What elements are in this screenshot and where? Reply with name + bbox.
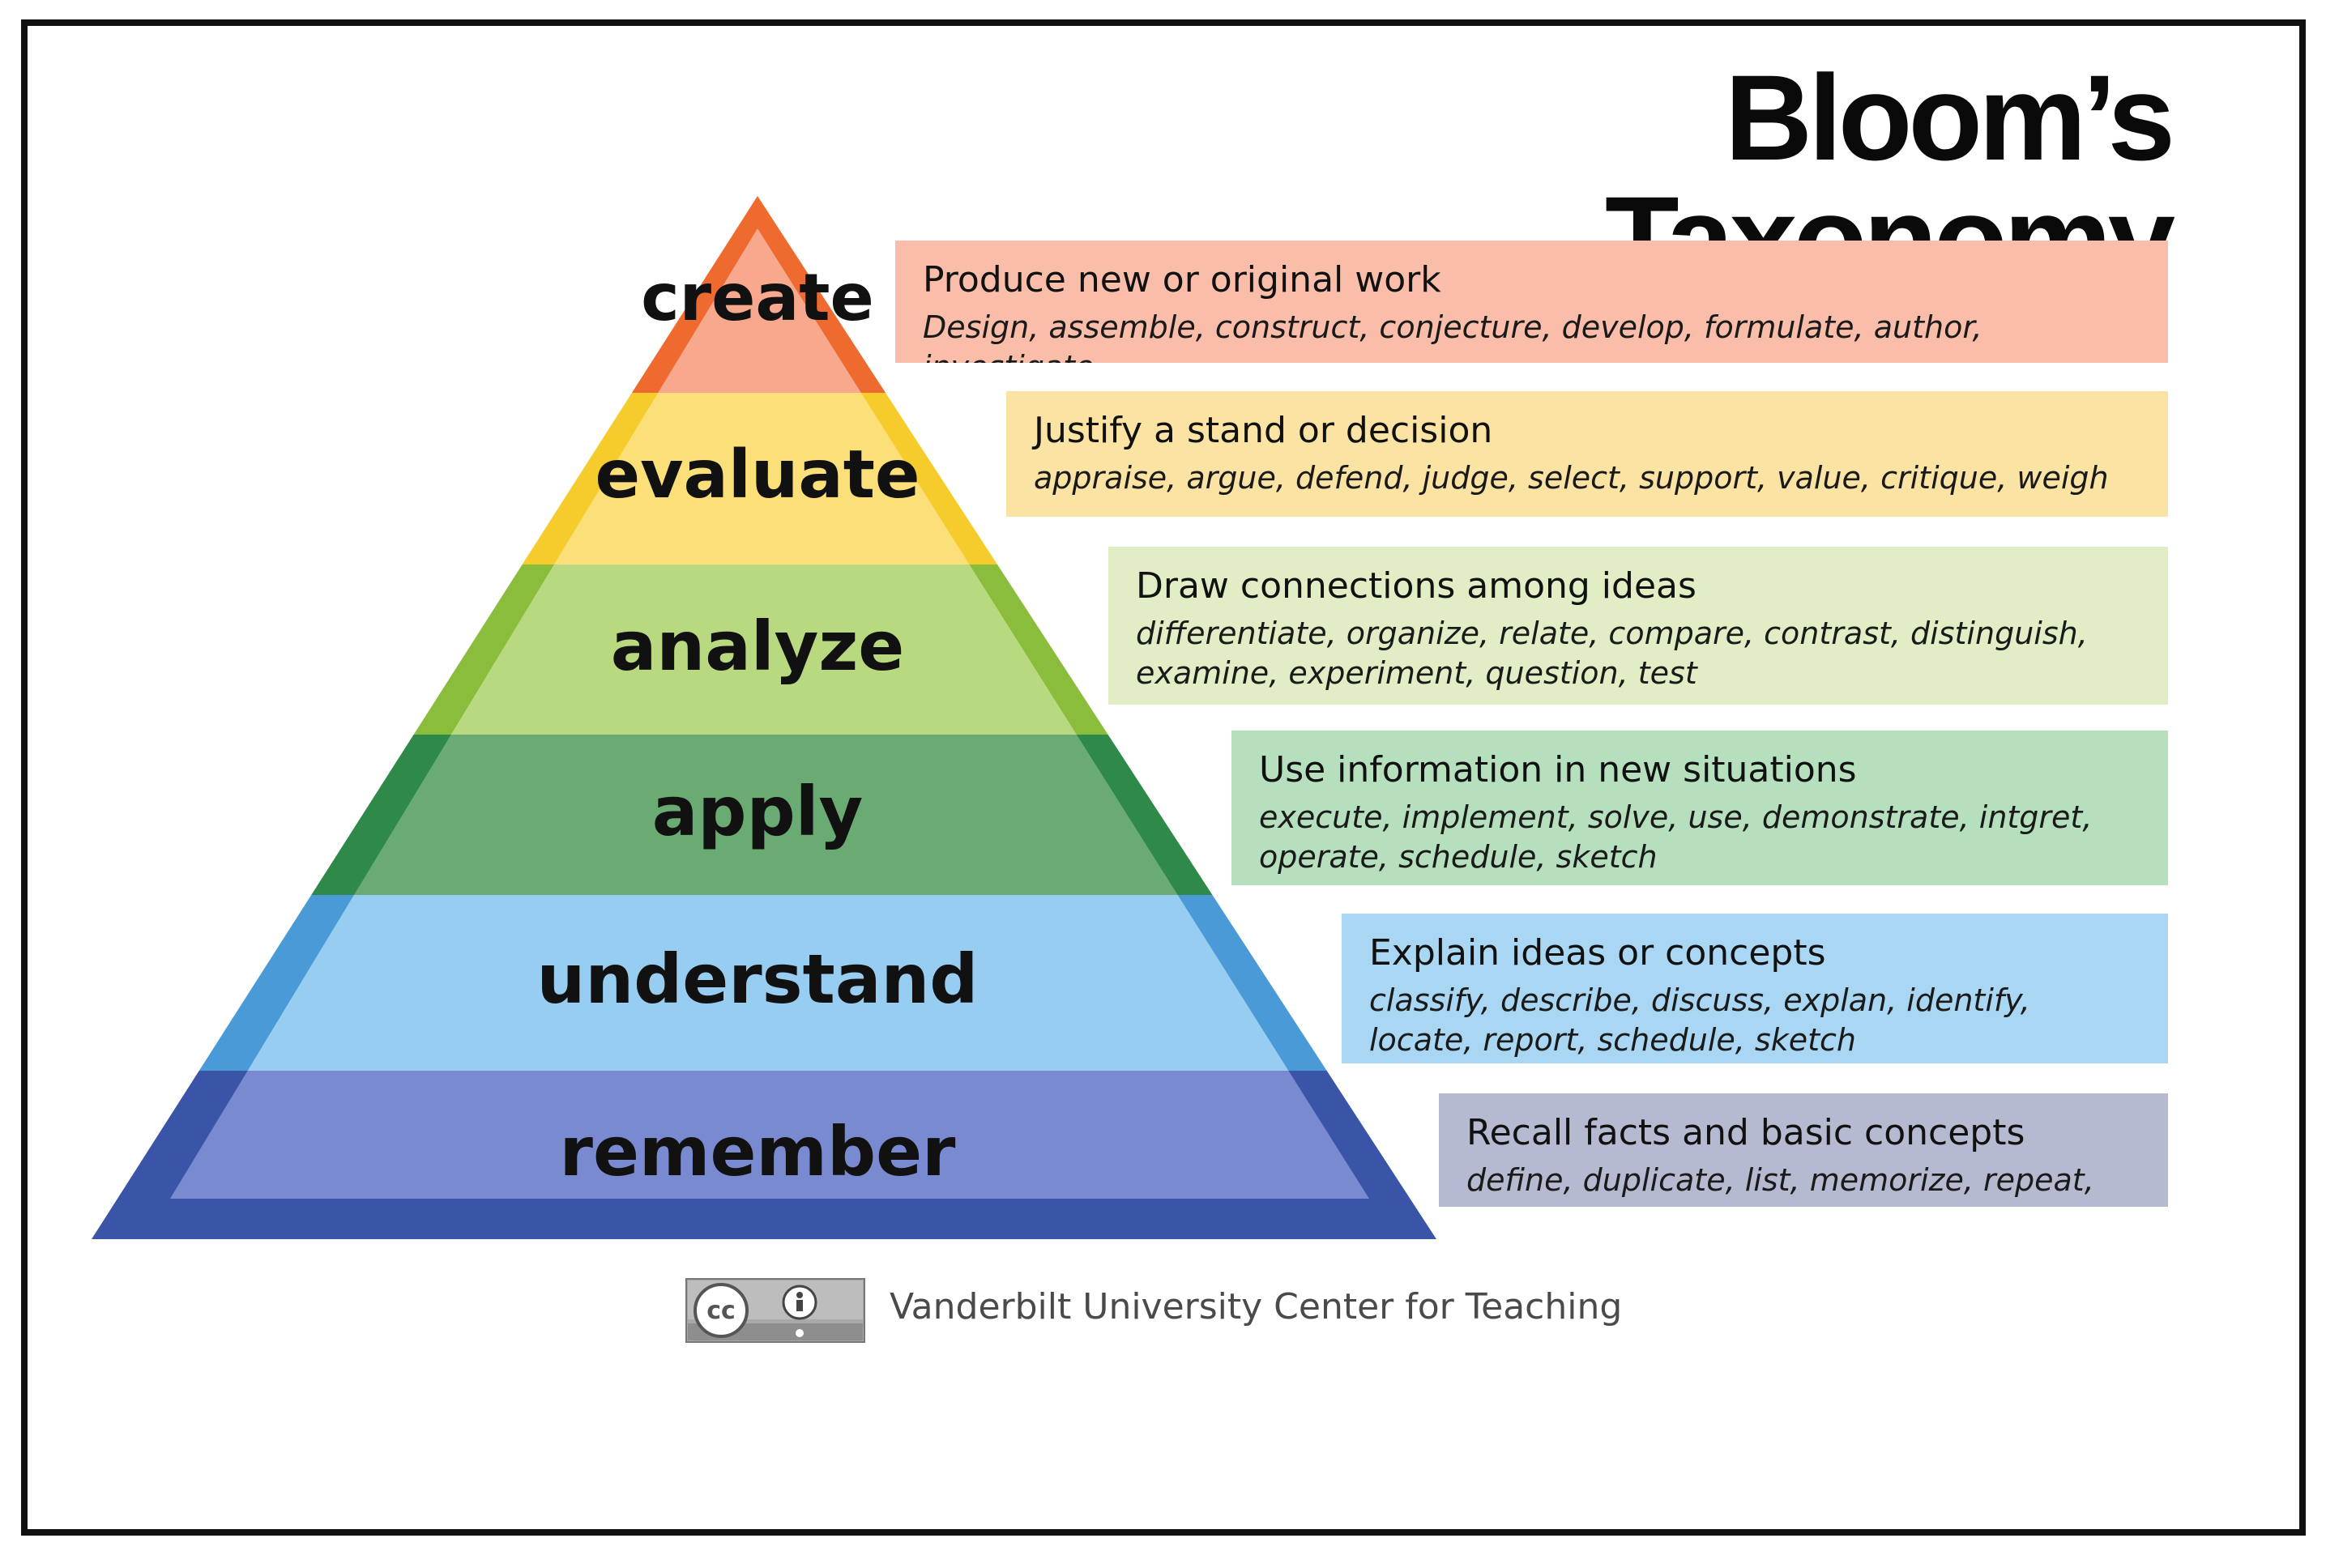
description-heading: Recall facts and basic concepts bbox=[1466, 1112, 2025, 1153]
level-label-understand: understand bbox=[536, 940, 979, 1020]
description-box-analyze: Draw connections among ideas differentiat… bbox=[1108, 547, 2168, 705]
level-label-apply: apply bbox=[651, 771, 864, 851]
description-verbs: differentiate, organize, relate, compare… bbox=[1136, 616, 2088, 691]
level-label-analyze: analyze bbox=[610, 606, 905, 686]
description-box-apply: Use information in new situations execute… bbox=[1231, 731, 2168, 885]
description-heading: Use information in new situations bbox=[1259, 749, 1857, 790]
description-verbs: define, duplicate, list, memorize, repea… bbox=[1466, 1162, 2094, 1207]
description-box-evaluate: Justify a stand or decision appraise, arg… bbox=[1006, 391, 2168, 517]
pyramid-band-inner-create bbox=[658, 228, 861, 393]
level-label-evaluate: evaluate bbox=[595, 436, 920, 513]
description-verbs: Design, assemble, construct, conjecture,… bbox=[923, 309, 1982, 363]
pyramid-band-inner-evaluate bbox=[553, 393, 970, 565]
description-box-remember: Recall facts and basic concepts define, d… bbox=[1439, 1093, 2168, 1207]
credit-text: Vanderbilt University Center for Teachin… bbox=[890, 1286, 1623, 1327]
description-verbs: classify, describe, discuss, explan, ide… bbox=[1369, 982, 2030, 1058]
description-box-understand: Explain ideas or concepts classify, descr… bbox=[1342, 914, 2168, 1063]
level-label-remember: remember bbox=[559, 1111, 956, 1191]
description-heading: Explain ideas or concepts bbox=[1369, 932, 1826, 974]
pyramid-band-inner-remember bbox=[170, 1071, 1369, 1199]
pyramid-band-inner-understand bbox=[247, 895, 1289, 1071]
svg-text:cc: cc bbox=[706, 1297, 736, 1325]
description-verbs: appraise, argue, defend, judge, select, … bbox=[1034, 460, 2109, 496]
pyramid-band-inner-analyze bbox=[450, 565, 1077, 735]
pyramid-band-inner-apply bbox=[353, 735, 1178, 895]
description-heading: Produce new or original work bbox=[923, 259, 1441, 300]
description-heading: Justify a stand or decision bbox=[1034, 410, 1493, 451]
description-verbs: execute, implement, solve, use, demonstr… bbox=[1259, 799, 2093, 875]
description-heading: Draw connections among ideas bbox=[1136, 565, 1696, 607]
level-label-create: create bbox=[641, 260, 874, 335]
creative-commons-by-icon: cc bbox=[685, 1278, 865, 1343]
